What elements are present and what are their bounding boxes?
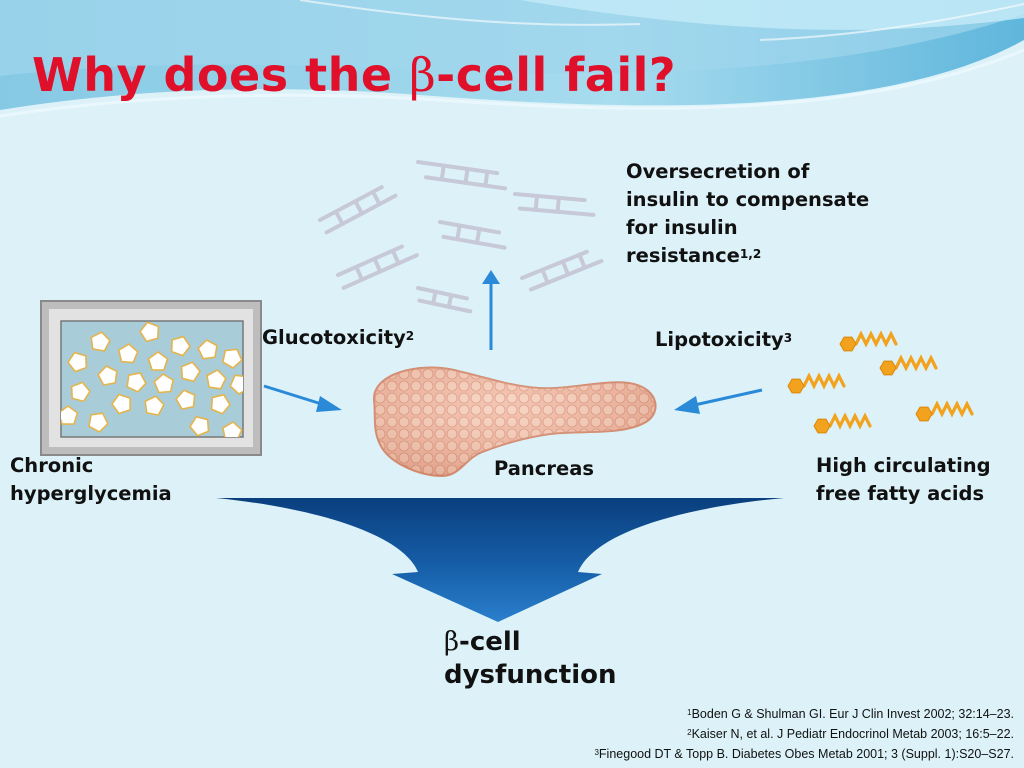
references: 1Boden G & Shulman GI. Eur J Clin Invest… bbox=[594, 704, 1014, 764]
reference-item: 2Kaiser N, et al. J Pediatr Endocrinol M… bbox=[687, 727, 1014, 741]
insulin-molecules-icon bbox=[318, 160, 604, 314]
chronic-hyperglycemia-label: Chronic hyperglycemia bbox=[10, 454, 172, 505]
beta-cell-dysfunction-label: β-cell dysfunction bbox=[444, 627, 617, 690]
reference-item: 3Finegood DT & Topp B. Diabetes Obes Met… bbox=[594, 747, 1014, 761]
glucose-arrow-icon bbox=[263, 384, 342, 412]
up-arrow-icon bbox=[482, 270, 500, 350]
slide-title: Why does the β-cell fail? bbox=[32, 48, 677, 102]
glucotoxicity-label: Glucotoxicity2 bbox=[262, 326, 415, 349]
oversecretion-label: Oversecretion of insulin to compensate f… bbox=[626, 160, 870, 267]
pancreas-icon bbox=[372, 366, 657, 478]
header-wave-banner bbox=[0, 0, 1024, 118]
fatty-acids-icon bbox=[787, 330, 974, 434]
beta-symbol: β bbox=[409, 48, 437, 102]
funnel-arrow-icon bbox=[216, 498, 784, 622]
fatty-acid-arrow-icon bbox=[674, 388, 763, 414]
reference-item: 1Boden G & Shulman GI. Eur J Clin Invest… bbox=[687, 707, 1014, 721]
lipotoxicity-label: Lipotoxicity3 bbox=[655, 328, 793, 351]
free-fatty-acids-label: High circulating free fatty acids bbox=[816, 454, 991, 505]
beta-symbol: β bbox=[444, 627, 460, 657]
pancreas-label: Pancreas bbox=[494, 457, 594, 480]
glucose-container-icon bbox=[40, 300, 262, 456]
